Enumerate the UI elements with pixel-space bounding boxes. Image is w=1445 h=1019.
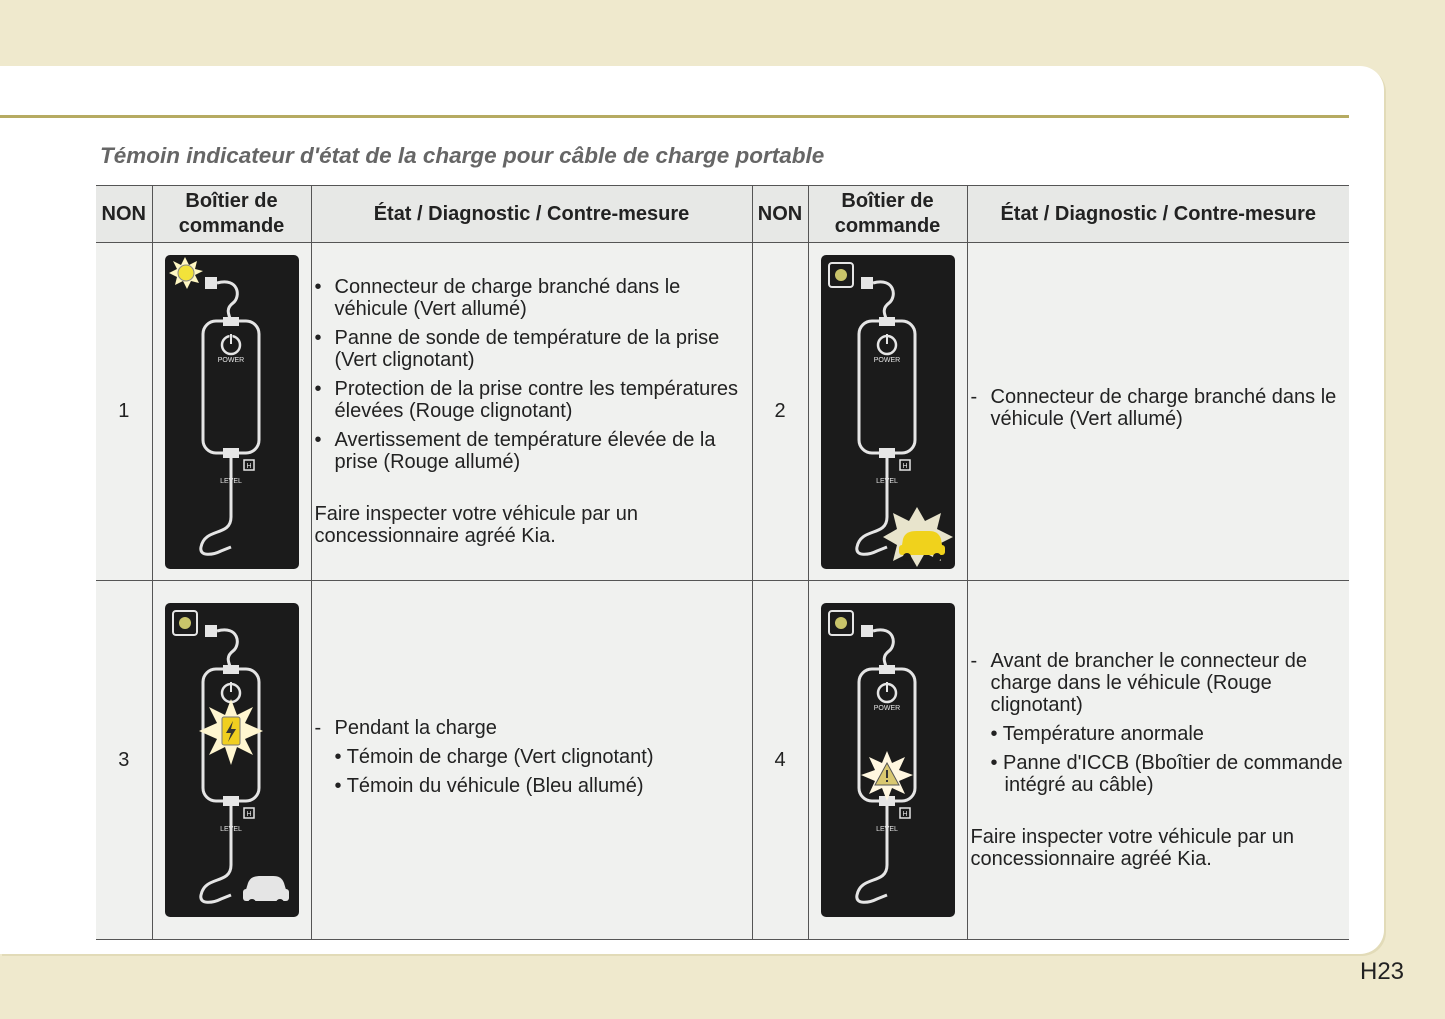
sub-list: • Température anormale • Panne d'ICCB (B…	[991, 723, 1350, 796]
row-number: 1	[96, 242, 153, 581]
header-control-box: Boîtier de commande	[151, 185, 312, 243]
h-label: H	[902, 811, 907, 818]
charge-glow-icon	[198, 699, 263, 765]
sub-item: • Témoin de charge (Vert clignotant)	[334, 745, 654, 768]
h-label: H	[246, 811, 251, 818]
list-item: -Pendant la charge	[314, 716, 497, 739]
table-header-row: NON Boîtier de commande État / Diagnosti…	[96, 185, 1349, 243]
page-number: H23	[1360, 958, 1405, 985]
table-row: 1 POWER H LEVEL	[96, 242, 1349, 581]
row-number: 2	[751, 242, 809, 581]
level-label: LEVEL	[220, 826, 242, 833]
status-description: -Connecteur de charge branché dans le vé…	[966, 242, 1349, 581]
status-description: •Connecteur de charge branché dans le vé…	[310, 242, 753, 581]
header-status-2: État / Diagnostic / Contre-mesure	[966, 185, 1349, 243]
header-rule	[0, 115, 1349, 118]
header-status: État / Diagnostic / Contre-mesure	[310, 185, 753, 243]
control-box-charging-icon: H LEVEL	[164, 603, 299, 917]
sub-list: • Témoin de charge (Vert clignotant) • T…	[335, 746, 752, 797]
inspection-note: Faire inspecter votre véhicule par un co…	[314, 503, 639, 547]
list-item: •Panne de sonde de température de la pri…	[314, 327, 720, 371]
control-box-fault-icon: POWER H LEVEL	[820, 603, 955, 917]
plug-temp-glow-icon	[168, 256, 203, 289]
table-row: 3 H LEVEL	[96, 580, 1350, 940]
status-table: NON Boîtier de commande État / Diagnosti…	[96, 185, 1349, 940]
status-description: -Avant de brancher le connecteur de char…	[966, 580, 1350, 940]
header-non: NON	[96, 185, 153, 243]
control-box-plug-temp-icon: POWER H LEVEL	[164, 254, 299, 569]
list-item: •Avertissement de température élevée de …	[314, 429, 716, 473]
header-non-2: NON	[751, 185, 809, 243]
sub-item: • Température anormale	[990, 723, 1204, 745]
power-label: POWER	[873, 705, 899, 712]
car-icon	[242, 876, 289, 907]
page-title: Témoin indicateur d'état de la charge po…	[100, 143, 825, 168]
list-item: -Connecteur de charge branché dans le vé…	[970, 386, 1337, 430]
control-box-image: POWER H LEVEL	[807, 580, 968, 940]
power-label: POWER	[873, 357, 899, 364]
list-item: -Avant de brancher le connecteur de char…	[970, 650, 1308, 716]
header-control-box-2: Boîtier de commande	[807, 185, 968, 243]
level-label: LEVEL	[220, 478, 242, 485]
level-label: LEVEL	[876, 478, 898, 485]
sub-item: • Panne d'ICCB (Bboîtier de commande int…	[990, 752, 1343, 796]
control-box-vehicle-connected-icon: POWER H LEVEL	[820, 254, 955, 569]
h-label: H	[902, 463, 907, 470]
list-item: •Connecteur de charge branché dans le vé…	[314, 276, 681, 320]
control-box-image: POWER H LEVEL	[151, 242, 312, 581]
row-number: 4	[751, 580, 809, 940]
fault-glow-icon	[860, 751, 913, 801]
sub-item: • Témoin du véhicule (Bleu allumé)	[334, 774, 644, 797]
control-box-image: H LEVEL	[151, 580, 312, 940]
vehicle-glow-icon	[882, 506, 953, 567]
control-box-image: POWER H LEVEL	[807, 242, 968, 581]
row-number: 3	[96, 580, 153, 940]
status-description: -Pendant la charge • Témoin de charge (V…	[310, 580, 753, 940]
level-label: LEVEL	[876, 826, 898, 833]
h-label: H	[246, 463, 251, 470]
list-item: •Protection de la prise contre les tempé…	[314, 378, 739, 422]
inspection-note: Faire inspecter votre véhicule par un co…	[970, 826, 1295, 870]
power-label: POWER	[217, 357, 243, 364]
